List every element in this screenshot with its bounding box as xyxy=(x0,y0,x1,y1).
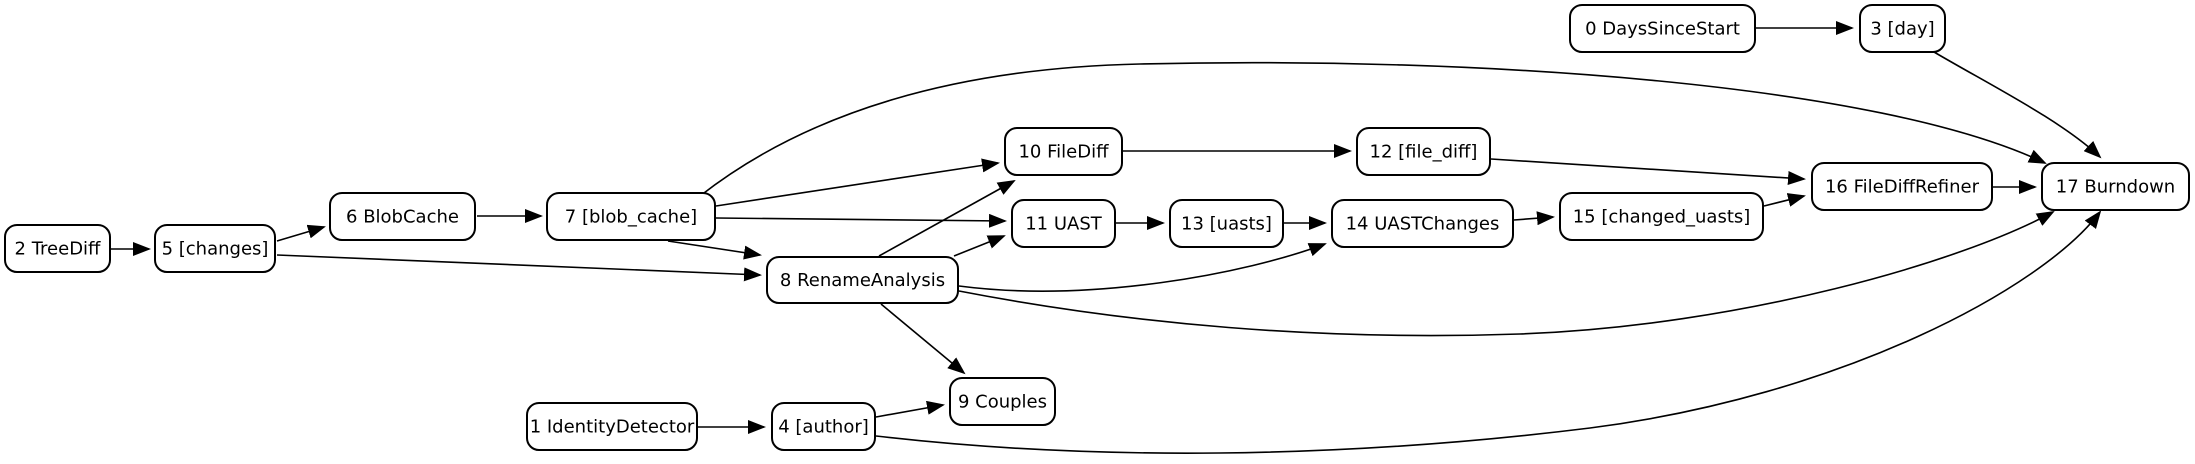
node-box-12 xyxy=(1356,127,1491,176)
node-box-9 xyxy=(949,377,1056,426)
node-box-7 xyxy=(546,192,716,241)
node-layer: 0 DaysSinceStart 1 IdentityDetector 2 Tree… xyxy=(4,4,2190,451)
edge-4-17 xyxy=(875,210,2102,454)
edge-7-11 xyxy=(715,213,1007,228)
node-1: 1 IdentityDetector xyxy=(526,402,698,451)
node-box-8 xyxy=(766,256,959,304)
node-label-4: 4 [author] xyxy=(778,417,869,438)
node-box-4 xyxy=(771,402,876,451)
edge-8-17 xyxy=(958,211,2055,337)
node-label-11: 11 UAST xyxy=(1025,214,1103,235)
node-15: 15 [changed_uasts] xyxy=(1559,192,1764,241)
node-label-14: 14 UASTChanges xyxy=(1346,214,1500,235)
edge-12-16 xyxy=(1490,158,1806,185)
node-7: 7 [blob_cache] xyxy=(546,192,716,241)
node-label-9: 9 Couples xyxy=(958,392,1047,413)
node-box-14 xyxy=(1331,199,1514,248)
node-label-0: 0 DaysSinceStart xyxy=(1585,19,1740,40)
edge-15-16 xyxy=(1763,193,1806,207)
node-label-16: 16 FileDiffRefiner xyxy=(1825,177,1980,198)
edge-5-8 xyxy=(276,254,762,282)
node-5: 5 [changes] xyxy=(154,224,276,273)
node-box-10 xyxy=(1004,127,1123,176)
node-box-6 xyxy=(329,192,476,241)
edge-4-9 xyxy=(875,400,945,418)
node-label-12: 12 [file_diff] xyxy=(1370,142,1478,163)
node-2: 2 TreeDiff xyxy=(4,224,111,273)
edge-layer xyxy=(111,21,2102,454)
node-6: 6 BlobCache xyxy=(329,192,476,241)
edge-7-10 xyxy=(715,158,1000,207)
edge-8-14 xyxy=(958,243,1327,292)
edge-3-17 xyxy=(1933,51,2102,159)
node-16: 16 FileDiffRefiner xyxy=(1811,162,1993,211)
node-3: 3 [day] xyxy=(1859,4,1946,53)
node-box-5 xyxy=(154,224,276,273)
node-17: 17 Burndown xyxy=(2041,162,2190,211)
edge-8-10 xyxy=(878,180,1016,257)
edge-8-9 xyxy=(880,303,966,375)
node-label-7: 7 [blob_cache] xyxy=(565,207,697,228)
node-label-3: 3 [day] xyxy=(1870,19,1934,40)
node-9: 9 Couples xyxy=(949,377,1056,426)
node-label-13: 13 [uasts] xyxy=(1181,214,1272,235)
edge-7-17 xyxy=(699,61,2047,197)
node-label-8: 8 RenameAnalysis xyxy=(780,270,945,291)
node-14: 14 UASTChanges xyxy=(1331,199,1514,248)
node-11: 11 UAST xyxy=(1011,199,1116,248)
node-box-13 xyxy=(1169,199,1284,248)
node-13: 13 [uasts] xyxy=(1169,199,1284,248)
node-8: 8 RenameAnalysis xyxy=(766,256,959,304)
node-label-2: 2 TreeDiff xyxy=(15,239,102,260)
node-4: 4 [author] xyxy=(771,402,876,451)
node-box-3 xyxy=(1859,4,1946,53)
edge-14-15 xyxy=(1513,211,1555,226)
node-label-10: 10 FileDiff xyxy=(1018,142,1109,163)
edge-8-11 xyxy=(953,235,1006,257)
node-label-15: 15 [changed_uasts] xyxy=(1573,207,1751,228)
node-label-17: 17 Burndown xyxy=(2056,177,2175,198)
node-10: 10 FileDiff xyxy=(1004,127,1123,176)
node-label-1: 1 IdentityDetector xyxy=(530,417,695,438)
node-label-5: 5 [changes] xyxy=(162,239,269,260)
node-box-16 xyxy=(1811,162,1993,211)
node-12: 12 [file_diff] xyxy=(1356,127,1491,176)
node-box-2 xyxy=(4,224,111,273)
node-box-1 xyxy=(526,402,698,451)
node-0: 0 DaysSinceStart xyxy=(1569,4,1756,53)
node-label-6: 6 BlobCache xyxy=(346,207,459,228)
node-box-15 xyxy=(1559,192,1764,241)
edge-5-6 xyxy=(276,224,326,242)
node-box-0 xyxy=(1569,4,1756,53)
node-box-17 xyxy=(2041,162,2190,211)
edge-7-8 xyxy=(667,240,762,260)
node-box-11 xyxy=(1011,199,1116,248)
